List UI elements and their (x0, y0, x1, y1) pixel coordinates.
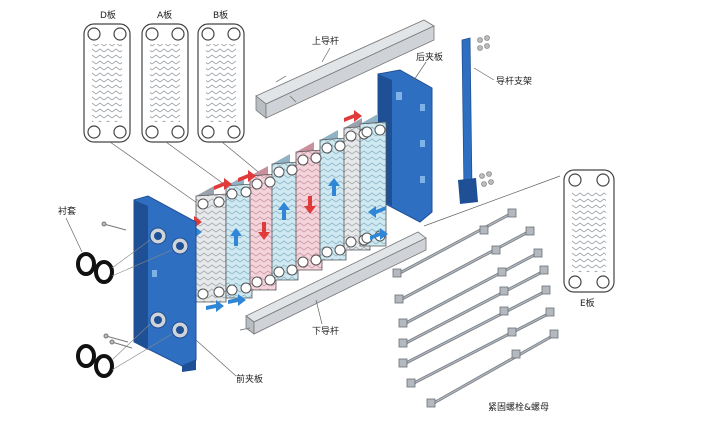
label-plate-d: D板 (100, 9, 116, 21)
leader-front-frame-plate (195, 339, 237, 377)
stack-plate-1 (195, 186, 227, 303)
label-front-frame-plate: 前夹板 (236, 373, 263, 385)
label-plate-e: E板 (580, 297, 595, 309)
liner-guide-lines (111, 239, 173, 371)
leader-plate-e (423, 175, 561, 227)
label-plate-b: B板 (213, 9, 228, 21)
label-guide-bar-support: 导杆支架 (496, 75, 532, 87)
label-liner: 衬套 (58, 205, 76, 217)
bolt-nuts (392, 208, 559, 408)
guide-bar-support (458, 35, 494, 204)
leader-guide-bar-support (473, 67, 495, 81)
plate-a (141, 23, 189, 143)
leader-rear-frame-plate (413, 61, 427, 81)
label-lower-guide-bar: 下导杆 (312, 325, 339, 337)
front-frame-plate (133, 195, 197, 372)
label-rear-frame-plate: 后夹板 (416, 51, 443, 63)
label-plate-a: A板 (157, 9, 172, 21)
liners (76, 252, 114, 378)
leader-lower-guide-bar (315, 299, 323, 325)
front-plate-bolts (101, 221, 133, 349)
plate-b (197, 23, 245, 143)
lower-guide-bar (239, 231, 427, 335)
plate-d (83, 23, 131, 143)
plate-e (563, 169, 615, 293)
label-upper-guide-bar: 上导杆 (312, 35, 339, 47)
upper-guide-bar (255, 19, 435, 119)
plate-leader-lines (109, 141, 263, 206)
label-tightening-bolts: 紧固螺栓&螺母 (488, 401, 549, 413)
tightening-bolts (396, 210, 558, 406)
stack-plate-4 (271, 154, 299, 281)
stack-plate-6 (319, 130, 347, 261)
leader-liner (65, 217, 83, 253)
leader-upper-guide-bar (321, 47, 331, 63)
